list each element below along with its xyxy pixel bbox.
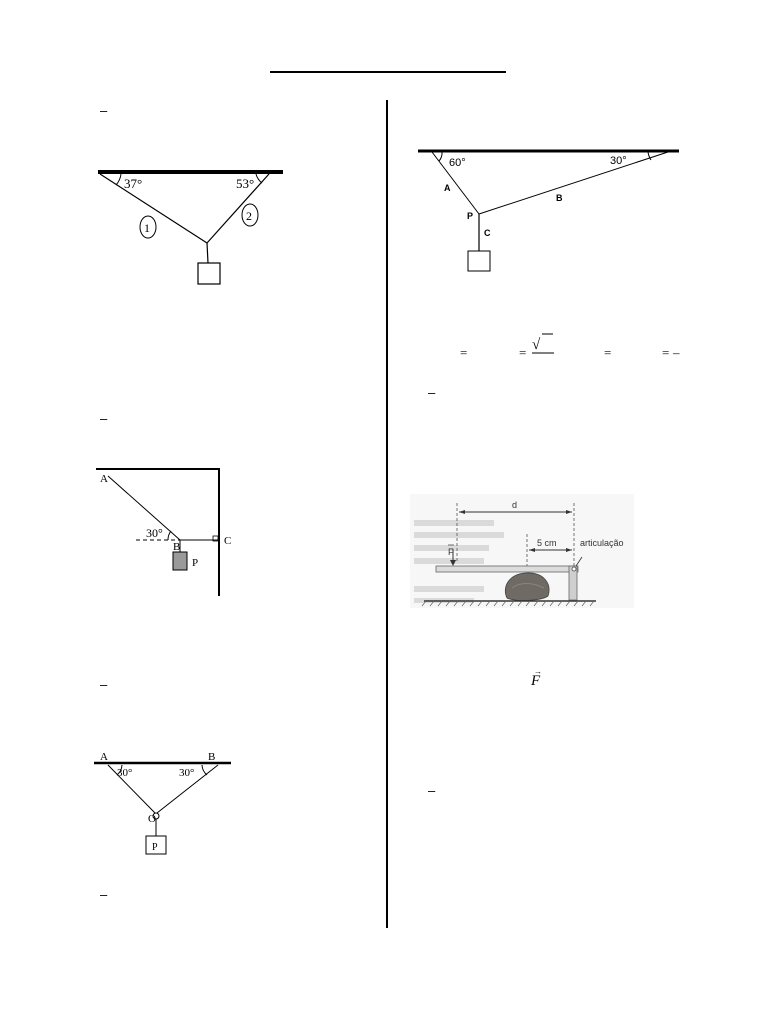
rope-b-label: B bbox=[556, 193, 563, 203]
equals-sign: = bbox=[662, 345, 669, 360]
rope-a-label: A bbox=[444, 183, 451, 193]
vector-arrow: → bbox=[534, 667, 542, 676]
force-f-label: F bbox=[448, 547, 454, 557]
angle-label-37: 37° bbox=[124, 176, 142, 191]
question-marker: – bbox=[428, 385, 436, 400]
lever-bar bbox=[435, 565, 579, 573]
question-marker: – bbox=[100, 103, 108, 118]
question-marker: – bbox=[100, 411, 108, 426]
column-divider bbox=[386, 100, 388, 928]
rope-1-label-circle bbox=[139, 215, 157, 239]
weight-block bbox=[172, 551, 188, 571]
point-a-label: A bbox=[100, 473, 108, 485]
point-b-label: B bbox=[173, 541, 180, 553]
header-rule bbox=[270, 71, 506, 73]
rope-c-label: C bbox=[484, 228, 491, 238]
angle-label-53: 53° bbox=[236, 176, 254, 191]
equals-sign: = bbox=[519, 345, 526, 360]
angle-label-60: 60° bbox=[449, 157, 466, 169]
equals-sign: = bbox=[604, 345, 611, 360]
hinge-label: articulação bbox=[580, 538, 624, 548]
question-marker: – bbox=[100, 887, 108, 902]
rope-1-label: 1 bbox=[144, 221, 150, 235]
angle-label-30-right: 30° bbox=[179, 767, 194, 779]
hanging-block bbox=[467, 250, 491, 272]
angle-label-30: 30° bbox=[146, 526, 163, 540]
distance-5cm-label: 5 cm bbox=[537, 538, 557, 548]
equals-sign: = bbox=[460, 345, 467, 360]
point-a-label: A bbox=[100, 751, 108, 763]
point-b-label: B bbox=[208, 751, 215, 763]
angle-label-30: 30° bbox=[610, 155, 627, 167]
ground-hatching bbox=[421, 600, 595, 607]
hinge-post bbox=[568, 565, 578, 601]
weight-label: P bbox=[152, 842, 158, 853]
vector-letter-f: F bbox=[530, 673, 541, 689]
fraction-bar: – bbox=[672, 345, 680, 360]
hanging-block bbox=[197, 262, 221, 285]
distance-d-label: d bbox=[512, 500, 517, 510]
weight-block bbox=[145, 835, 167, 855]
weight-label: P bbox=[192, 557, 198, 569]
rope-2-label-circle bbox=[241, 203, 259, 227]
hinge-pin bbox=[571, 566, 577, 572]
point-c-label: C bbox=[224, 535, 231, 547]
angle-label-30-left: 30° bbox=[117, 767, 132, 779]
question-marker: – bbox=[100, 677, 108, 692]
question-marker: – bbox=[428, 783, 436, 798]
sqrt-symbol: √ bbox=[532, 337, 541, 353]
rope-2-label: 2 bbox=[246, 209, 252, 223]
knot-label: O bbox=[148, 813, 156, 825]
knot-p-label: P bbox=[467, 211, 473, 221]
